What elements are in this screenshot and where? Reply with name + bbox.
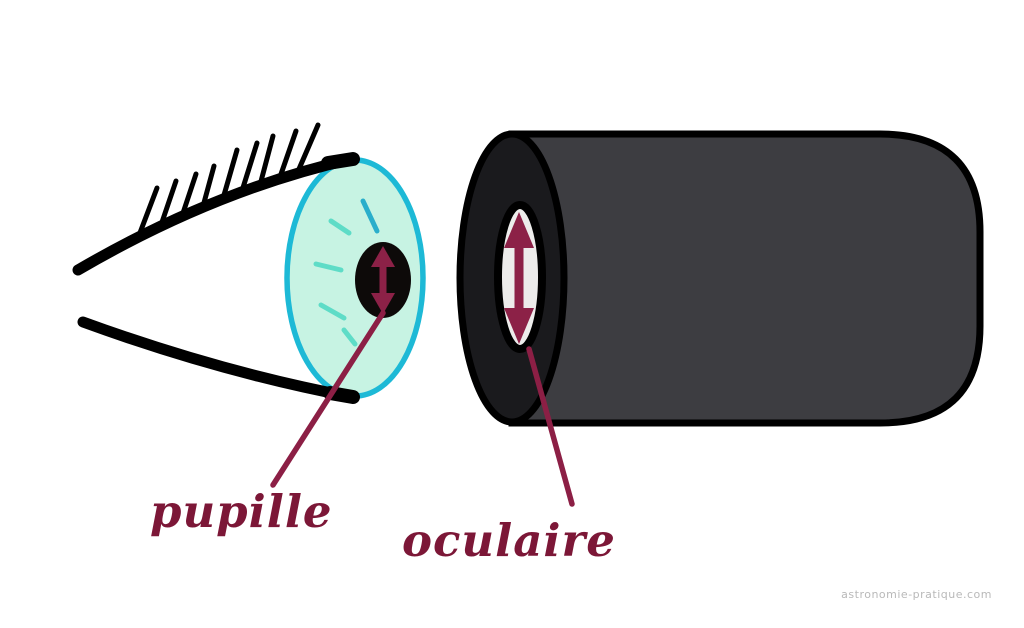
eyepiece (456, 130, 984, 427)
eyelash (135, 185, 160, 241)
upper-eyelid-end (321, 152, 360, 170)
iris-ray-icon (313, 261, 344, 273)
arrow-head-up (371, 246, 395, 267)
arrow-head-down (504, 308, 534, 344)
eyelash (277, 128, 299, 180)
lower-eyelid (77, 316, 358, 403)
pupille-label: pupille (150, 485, 333, 538)
eyelash (199, 163, 217, 213)
eye (72, 122, 426, 404)
pupille-pointer-line (270, 310, 386, 488)
eyelash (178, 171, 199, 222)
oculaire-pointer-line (526, 346, 575, 507)
iris-ray-icon (318, 302, 347, 321)
iris-rays (313, 198, 380, 347)
eyelash (157, 178, 179, 231)
watermark: astronomie-pratique.com (841, 588, 992, 601)
upper-eyelid (72, 153, 358, 276)
arrow-head-down (371, 293, 395, 314)
iris-ray-icon (328, 218, 352, 236)
pupil-diameter-arrow-icon (371, 246, 395, 314)
eyepiece-aperture-arrow-icon (504, 212, 534, 344)
eyelash (296, 122, 321, 172)
iris-ray-icon (341, 327, 358, 347)
eyelash (219, 147, 240, 205)
arrow-head-up (504, 212, 534, 248)
iris-ray-icon (360, 198, 380, 234)
eyelashes (135, 122, 321, 241)
oculaire-label: oculaire (402, 514, 616, 567)
eyepiece-barrel (508, 130, 984, 427)
eyelash (238, 140, 260, 197)
eyelash (257, 133, 276, 188)
